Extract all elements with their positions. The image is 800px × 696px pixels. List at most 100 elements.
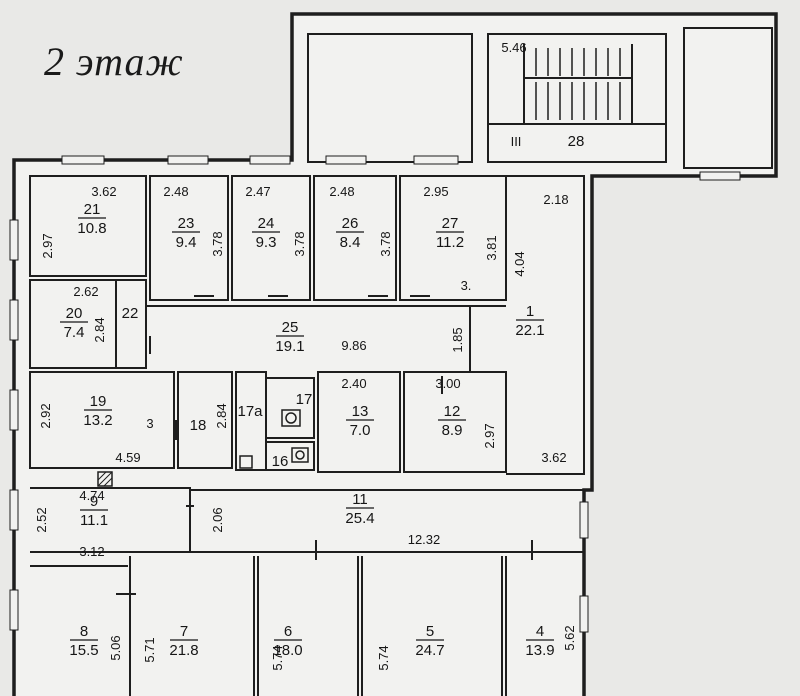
room-16: 16 bbox=[272, 453, 289, 470]
room-23: 239.4 bbox=[172, 215, 200, 251]
room-number: 12 bbox=[444, 403, 461, 420]
room-11: 11 25.4 bbox=[345, 491, 374, 527]
dimension-label: 3.81 bbox=[484, 235, 499, 260]
dimension-label: 2.97 bbox=[482, 423, 497, 448]
room-number: 26 bbox=[342, 215, 359, 232]
room-area: 8.9 bbox=[442, 422, 463, 439]
room-19: 19 13.2 bbox=[83, 393, 112, 429]
upper-block bbox=[307, 27, 773, 169]
staircase bbox=[523, 44, 633, 124]
room-13: 137.0 bbox=[346, 403, 374, 439]
annotation: 3. bbox=[461, 278, 472, 293]
room-17: 17 bbox=[296, 391, 313, 408]
dimension-label: 3.62 bbox=[91, 184, 116, 199]
room-area: 21.8 bbox=[169, 642, 198, 659]
room-number: 18 bbox=[190, 417, 207, 434]
dimension-label: 2.92 bbox=[38, 403, 53, 428]
room-number: 13 bbox=[352, 403, 369, 420]
room-27: 27 11.2 bbox=[436, 215, 464, 251]
room-number: 1 bbox=[526, 303, 534, 320]
room-26: 268.4 bbox=[336, 215, 364, 251]
dimension-label: 3.00 bbox=[435, 376, 460, 391]
dimension-label: 9.86 bbox=[341, 338, 366, 353]
building-outline bbox=[12, 12, 778, 696]
dimension-label: 5.74 bbox=[376, 645, 391, 670]
dimension-label: 3.78 bbox=[378, 231, 393, 256]
room-number: 25 bbox=[282, 319, 299, 336]
room-number: 17 bbox=[296, 391, 313, 408]
room-24: 249.3 bbox=[252, 215, 280, 251]
room-area: 22.1 bbox=[515, 322, 544, 339]
room-area: 7.0 bbox=[350, 422, 371, 439]
room-number: 11 bbox=[352, 491, 368, 508]
dimension-label: 2.52 bbox=[34, 507, 49, 532]
room-number: 16 bbox=[272, 453, 289, 470]
dimension-label: 2.48 bbox=[329, 184, 354, 199]
dimension-label: 3.78 bbox=[210, 231, 225, 256]
room-area: 9.3 bbox=[256, 234, 277, 251]
dimension-label: 2.84 bbox=[92, 317, 107, 342]
room-area: 13.9 bbox=[525, 642, 554, 659]
room-number: 23 bbox=[178, 215, 195, 232]
dimension-label: 2.18 bbox=[543, 192, 568, 207]
room-number: 21 bbox=[84, 201, 101, 218]
interior-walls bbox=[29, 175, 585, 696]
dimension-label: 3.78 bbox=[292, 231, 307, 256]
dimension-label: 4.04 bbox=[512, 251, 527, 276]
room-number: 19 bbox=[90, 393, 107, 410]
dimension-label: 5.46 bbox=[501, 40, 526, 55]
room-number: 7 bbox=[180, 623, 188, 640]
room-20: 207.4 bbox=[60, 305, 88, 341]
room-7: 721.8 bbox=[169, 623, 198, 659]
room-number: 9 bbox=[90, 493, 98, 510]
room-number: 5 bbox=[426, 623, 434, 640]
room-25: 25 19.1 bbox=[275, 319, 304, 355]
dimension-label: 2.06 bbox=[210, 507, 225, 532]
dimension-label: 5.62 bbox=[562, 625, 577, 650]
dimension-label: 5.74 bbox=[270, 645, 285, 670]
room-area: 9.4 bbox=[176, 234, 197, 251]
room-number: 27 bbox=[442, 215, 459, 232]
dimension-label: 4.74 bbox=[79, 488, 104, 503]
dimension-label: 3.12 bbox=[79, 544, 104, 559]
room-4: 413.9 bbox=[525, 623, 554, 659]
room-area: 10.8 bbox=[77, 220, 106, 237]
room-18: 18 bbox=[190, 417, 207, 434]
room-5: 524.7 bbox=[415, 623, 444, 659]
room-number: 17a bbox=[237, 403, 263, 420]
room-28: 28 bbox=[568, 133, 585, 150]
dimension-labels: 3.622.972.483.782.473.782.483.782.953.81… bbox=[34, 40, 577, 671]
room-number: 6 bbox=[284, 623, 292, 640]
room-22: 22 bbox=[122, 305, 139, 322]
room-area: 7.4 bbox=[64, 324, 85, 341]
dimension-label: 2.84 bbox=[214, 403, 229, 428]
room-area: 19.1 bbox=[275, 338, 304, 355]
dimension-label: 2.95 bbox=[423, 184, 448, 199]
room-area: 11.1 bbox=[80, 512, 108, 529]
annotation: III bbox=[511, 134, 522, 149]
room-21: 21 10.8 bbox=[77, 201, 106, 237]
dimension-label: 4.59 bbox=[115, 450, 140, 465]
room-1: 122.1 bbox=[515, 303, 544, 339]
room-area: 24.7 bbox=[415, 642, 444, 659]
dimension-label: 12.32 bbox=[408, 532, 441, 547]
dimension-label: 2.47 bbox=[245, 184, 270, 199]
dimension-label: 1.85 bbox=[450, 327, 465, 352]
dimension-label: 2.62 bbox=[73, 284, 98, 299]
room-area: 8.4 bbox=[340, 234, 361, 251]
door-marks bbox=[116, 295, 533, 595]
room-number: 22 bbox=[122, 305, 139, 322]
room-area: 25.4 bbox=[345, 510, 374, 527]
windows bbox=[9, 155, 741, 633]
page-title: 2 этаж bbox=[44, 39, 184, 84]
room-area: 13.2 bbox=[83, 412, 112, 429]
dimension-label: 2.97 bbox=[40, 233, 55, 258]
room-12: 128.9 bbox=[438, 403, 466, 439]
room-area: 15.5 bbox=[69, 642, 98, 659]
room-area: 11.2 bbox=[436, 234, 464, 251]
room-number: 8 bbox=[80, 623, 88, 640]
room-9: 911.1 bbox=[80, 493, 108, 529]
dimension-label: 2.48 bbox=[163, 184, 188, 199]
room-8: 815.5 bbox=[69, 623, 98, 659]
